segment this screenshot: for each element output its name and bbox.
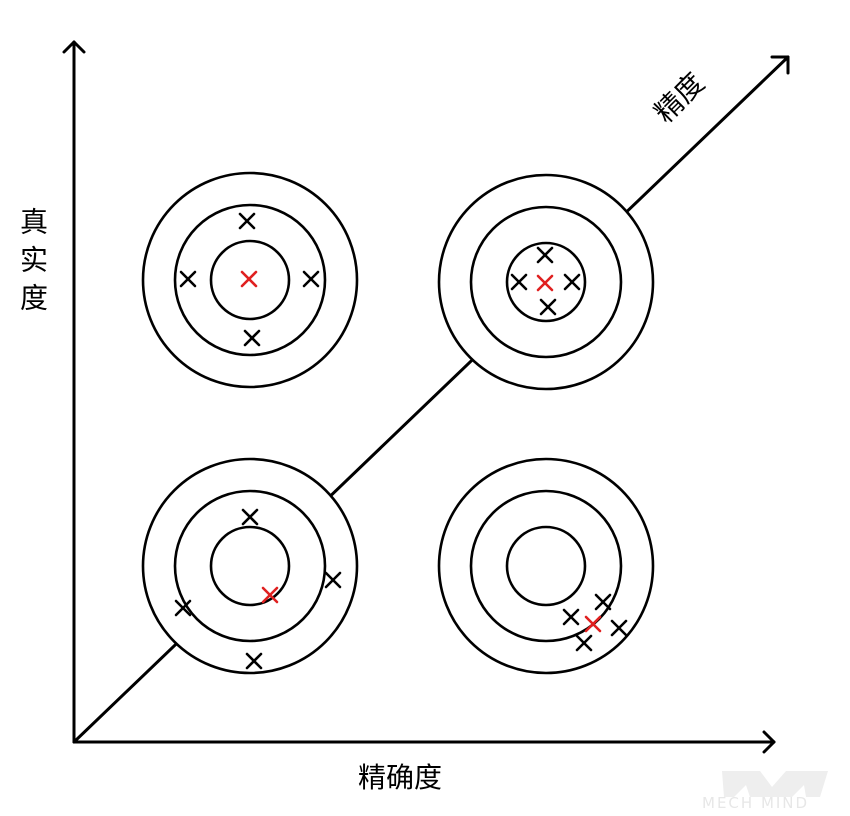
shot-mark-icon [243,329,261,347]
mean-mark-icon [240,270,258,288]
logo-mark-icon [722,771,828,797]
diagonal-axis-arrow-icon [770,55,790,75]
x-axis-arrow-icon [762,730,776,754]
shot-mark-icon [539,298,557,316]
mean-mark-icon [584,615,602,633]
target-top-left [141,171,359,389]
watermark-text: MECH MIND [702,794,810,812]
shot-mark-icon [562,608,580,626]
targets [141,171,655,675]
target-top-right [437,173,655,391]
shot-mark-icon [575,634,593,652]
shot-mark-icon [324,571,342,589]
mean-mark-icon [536,274,554,292]
shot-mark-icon [510,273,528,291]
shot-mark-icon [238,212,256,230]
axes [62,40,790,754]
target-ring [209,525,291,607]
target-ring [505,525,587,607]
y-axis-label: 真实度 [16,207,49,321]
shot-mark-icon [302,270,320,288]
shot-mark-icon [610,619,628,637]
mean-mark-icon [261,586,279,604]
shot-mark-icon [245,652,263,670]
target-bottom-right [437,457,655,675]
shot-mark-icon [594,593,612,611]
shot-mark-icon [174,599,192,617]
target-bottom-left [141,457,359,675]
x-axis-label: 精确度 [358,761,443,794]
shot-mark-icon [563,273,581,291]
shot-mark-icon [536,246,554,264]
mech-mind-logo [722,771,828,797]
y-axis-arrow-icon [62,40,86,54]
shot-mark-icon [241,508,259,526]
shot-mark-icon [179,270,197,288]
